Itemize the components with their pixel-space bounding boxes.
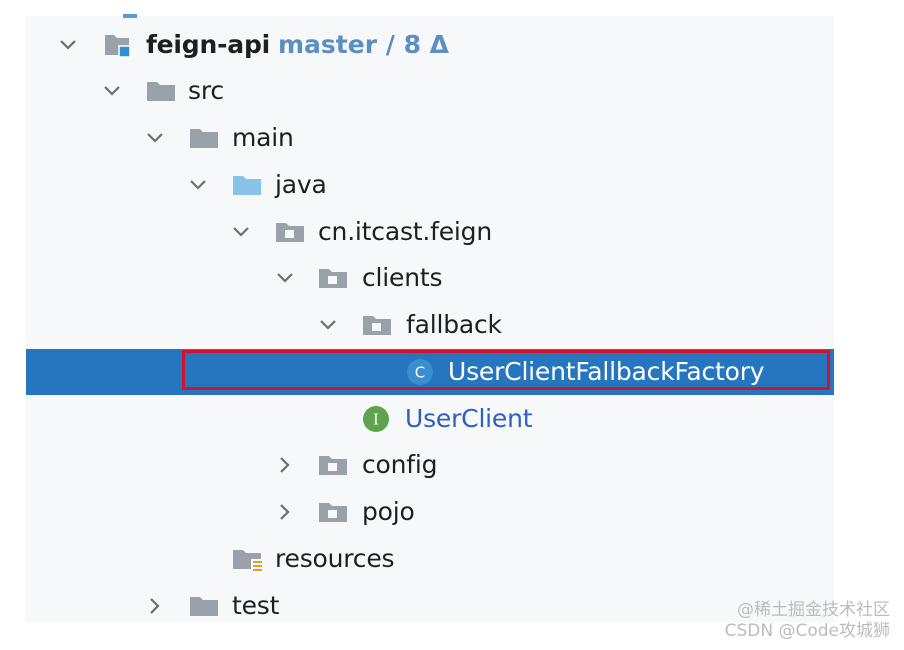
- chevron-down-icon[interactable]: [144, 127, 166, 149]
- tree-row-src[interactable]: src: [26, 68, 834, 114]
- watermark-line-2: CSDN @Code攻城狮: [724, 621, 890, 641]
- class-badge-letter: C: [415, 364, 425, 382]
- package-label: pojo: [362, 497, 415, 526]
- package-label: fallback: [406, 310, 502, 339]
- chevron-right-icon[interactable]: [274, 501, 296, 523]
- tree-row-main[interactable]: main: [26, 115, 834, 161]
- watermark: @稀土掘金技术社区 CSDN @Code攻城狮: [725, 600, 890, 642]
- module-icon: [104, 31, 132, 59]
- package-label: config: [362, 450, 438, 479]
- tree-row-resources[interactable]: resources: [26, 536, 834, 582]
- package-icon: [318, 264, 347, 292]
- chevron-down-icon[interactable]: [57, 34, 79, 56]
- chevron-down-icon[interactable]: [101, 80, 123, 102]
- chevron-right-icon[interactable]: [274, 454, 296, 476]
- folder-label: test: [232, 591, 280, 620]
- interface-icon: I: [362, 405, 390, 433]
- folder-label: src: [188, 76, 224, 105]
- package-icon: [275, 218, 304, 246]
- tree-row-user-client[interactable]: I UserClient: [26, 396, 834, 442]
- watermark-line-1: @稀土掘金技术社区: [737, 600, 890, 620]
- class-icon: C: [406, 358, 434, 386]
- tree-row-clients[interactable]: clients: [26, 255, 834, 301]
- interface-badge-letter: I: [373, 411, 379, 429]
- chevron-down-icon[interactable]: [187, 174, 209, 196]
- vcs-status: master / 8 Δ: [278, 30, 450, 59]
- resources-folder-icon: [232, 545, 263, 573]
- tree-row-config[interactable]: config: [26, 442, 834, 488]
- folder-label: main: [232, 123, 294, 152]
- tree-row-pojo[interactable]: pojo: [26, 489, 834, 535]
- project-tree: feign-api master / 8 Δ src main java: [26, 14, 834, 622]
- package-icon: [318, 498, 347, 526]
- interface-label: UserClient: [405, 404, 533, 433]
- package-icon: [318, 451, 347, 479]
- package-label: clients: [362, 263, 443, 292]
- folder-icon: [189, 124, 218, 152]
- package-icon: [362, 311, 391, 339]
- folder-icon: [146, 77, 175, 105]
- package-label: cn.itcast.feign: [318, 217, 492, 246]
- source-folder-icon: [232, 171, 261, 199]
- tree-row-test[interactable]: test: [26, 583, 834, 629]
- chevron-right-icon[interactable]: [144, 595, 166, 617]
- folder-icon: [189, 592, 218, 620]
- scroll-indicator: [123, 14, 137, 18]
- chevron-down-icon[interactable]: [274, 267, 296, 289]
- tree-row-feign-api[interactable]: feign-api master / 8 Δ: [26, 22, 834, 68]
- chevron-down-icon[interactable]: [317, 314, 339, 336]
- chevron-down-icon[interactable]: [230, 221, 252, 243]
- tree-row-user-client-fallback-factory[interactable]: C UserClientFallbackFactory: [26, 349, 834, 395]
- class-label: UserClientFallbackFactory: [448, 357, 765, 386]
- folder-label: resources: [275, 544, 395, 573]
- folder-label: java: [275, 170, 327, 199]
- tree-row-package[interactable]: cn.itcast.feign: [26, 209, 834, 255]
- module-name: feign-api: [146, 30, 271, 59]
- tree-row-fallback[interactable]: fallback: [26, 302, 834, 348]
- tree-row-java[interactable]: java: [26, 162, 834, 208]
